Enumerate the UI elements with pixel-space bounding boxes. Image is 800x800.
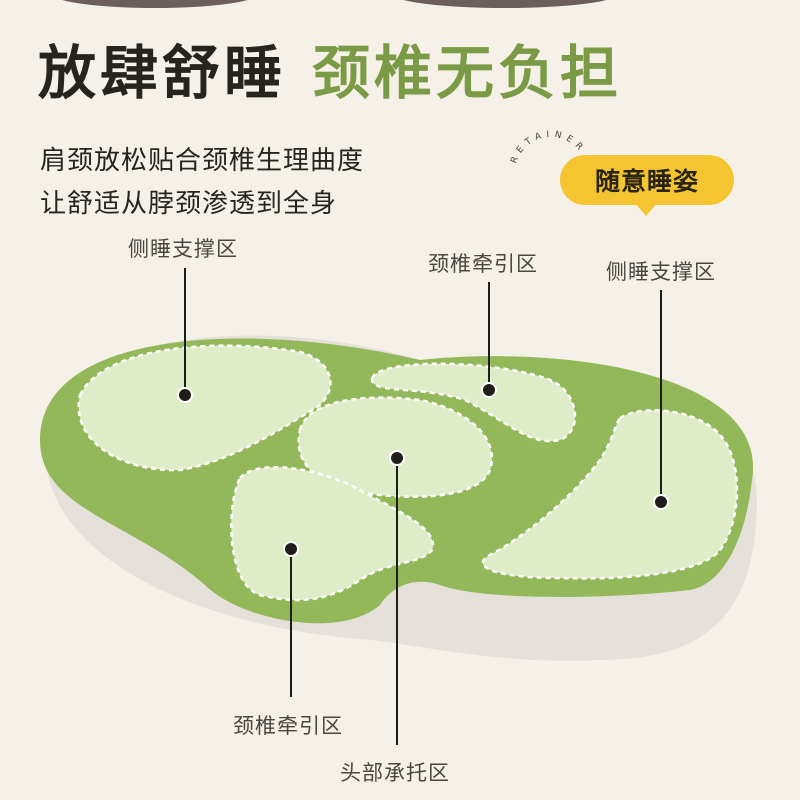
- pad-neck-bottom: [230, 466, 435, 602]
- pad-side-right: [481, 409, 739, 580]
- callout-dot-neck-top: [481, 382, 497, 398]
- top-decor-arc-left: [50, 0, 260, 8]
- label-head-support: 头部承托区: [340, 761, 450, 785]
- callout-dot-side-right: [653, 494, 669, 510]
- label-neck-traction-bottom: 颈椎牵引区: [233, 714, 343, 738]
- callout-dot-side-left: [177, 387, 193, 403]
- label-side-support-left: 侧睡支撑区: [128, 237, 238, 261]
- pad-neck-top: [370, 362, 577, 443]
- headline-part1: 放肆舒睡: [38, 39, 287, 107]
- callout-dot-head: [389, 450, 405, 466]
- top-decor-arc-right: [390, 0, 620, 8]
- subtitle-line2: 让舒适从脖颈渗透到全身: [40, 189, 338, 219]
- badge-text: 随意睡姿: [594, 167, 699, 196]
- subtitle-line1: 肩颈放松贴合颈椎生理曲度: [40, 146, 365, 176]
- badge-tail: [634, 202, 658, 216]
- label-side-support-right: 侧睡支撑区: [606, 260, 716, 284]
- headline-part2: 颈椎无负担: [312, 39, 623, 107]
- callout-dot-neck-bottom: [283, 541, 299, 557]
- sleep-position-badge: 随意睡姿: [560, 155, 734, 205]
- headline: 放肆舒睡颈椎无负担: [38, 44, 622, 102]
- label-neck-traction-top: 颈椎牵引区: [428, 252, 538, 276]
